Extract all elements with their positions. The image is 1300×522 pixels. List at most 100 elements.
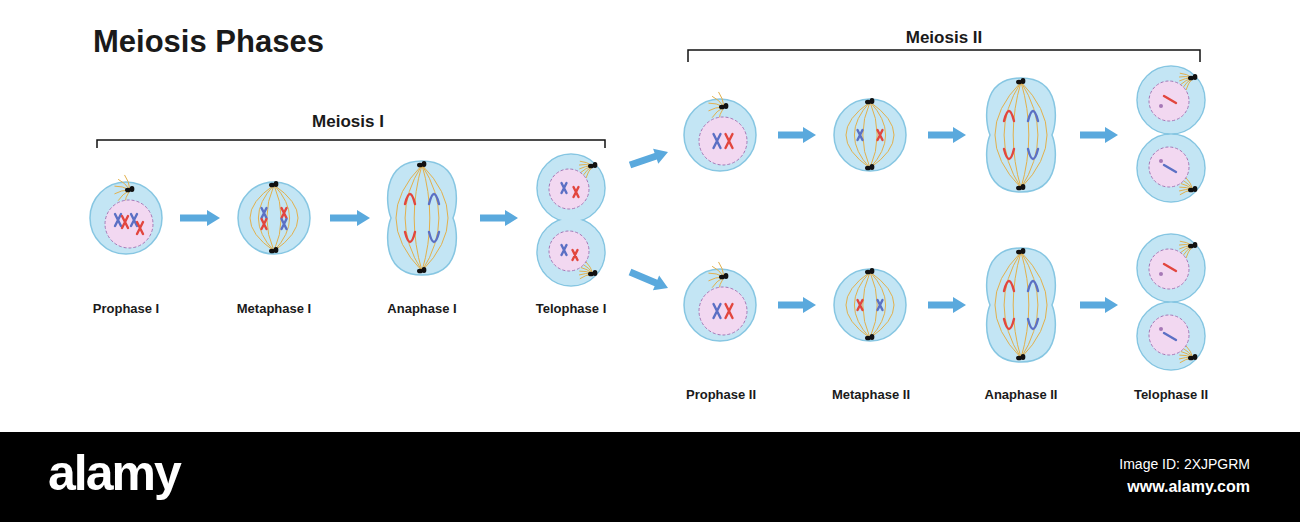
chromosome <box>858 300 863 310</box>
centriole <box>1021 78 1026 84</box>
arrow <box>330 210 370 226</box>
daughter-cell <box>537 154 605 222</box>
dividing-cell <box>987 78 1056 192</box>
nucleus <box>1149 315 1189 355</box>
daughter-cell <box>1137 134 1205 202</box>
arrow-shape <box>1080 127 1118 143</box>
centriole <box>724 273 729 279</box>
centriole <box>870 98 875 104</box>
chromatid <box>429 232 439 242</box>
daughter-cell-fill <box>1138 303 1204 369</box>
arrow-shape <box>627 144 670 172</box>
chromosome <box>714 134 721 148</box>
spindle-fiber <box>1021 252 1038 358</box>
spindle-fiber <box>1013 252 1021 358</box>
chromosome <box>726 134 733 148</box>
chromatid <box>1004 111 1014 121</box>
chromosome <box>115 214 121 226</box>
nucleus <box>1149 249 1189 289</box>
chromosome <box>562 183 567 193</box>
watermark-bar <box>0 432 1300 522</box>
watermark-url: www.alamy.com <box>1127 478 1250 496</box>
chromosome <box>726 304 733 318</box>
centriole <box>593 270 598 276</box>
centriole <box>422 161 427 167</box>
arrow-shape <box>480 210 518 226</box>
centriole <box>724 103 729 109</box>
arrow <box>1080 297 1118 313</box>
spindle-fiber <box>405 165 422 271</box>
aster-fiber <box>719 262 724 277</box>
chromosome <box>574 187 579 197</box>
arrow-shape <box>180 210 220 226</box>
spindle-fiber <box>995 252 1021 358</box>
aster-fiber <box>719 92 724 107</box>
daughter-cell <box>1137 66 1205 134</box>
spindle-fiber <box>870 272 894 338</box>
spindle-fiber <box>274 185 290 251</box>
arrow <box>928 127 966 143</box>
centriole <box>274 247 279 253</box>
spindle-fiber <box>1004 82 1021 188</box>
phase-label: Telophase I <box>536 301 607 316</box>
chromosome <box>878 300 883 310</box>
chromosome <box>282 219 287 229</box>
chromatid <box>1028 111 1038 121</box>
spindle-fiber <box>995 82 1021 188</box>
chromatid <box>1028 319 1038 329</box>
spindle-fiber <box>854 272 870 338</box>
daughter-cell <box>1137 302 1205 370</box>
spindle-fiber <box>274 185 281 251</box>
chromosome <box>262 208 267 218</box>
arrow <box>778 297 816 313</box>
nucleolus <box>1159 159 1163 163</box>
daughter-cell-fill <box>1138 67 1204 133</box>
arrow <box>1080 127 1118 143</box>
centriole <box>593 162 598 168</box>
arrow <box>928 297 966 313</box>
phase-label: Anaphase I <box>387 301 456 316</box>
arrow <box>180 210 220 226</box>
chromosome <box>573 250 578 260</box>
watermark-id: Image ID: 2XJPGRM <box>1119 456 1250 472</box>
chromatid <box>1028 281 1038 291</box>
centriole <box>1193 74 1198 80</box>
daughter-cell-fill <box>538 155 604 221</box>
centriole <box>1193 242 1198 248</box>
chromatid <box>1004 281 1014 291</box>
centriole <box>870 164 875 170</box>
spindle-fiber <box>422 165 430 271</box>
spindle-fiber <box>267 185 274 251</box>
spindle-fiber <box>1021 252 1029 358</box>
cell <box>834 99 906 171</box>
phase-label: Prophase I <box>93 301 159 316</box>
chromatid <box>1004 149 1014 159</box>
aster-fiber <box>125 175 130 190</box>
watermark-logo: alamy <box>48 444 180 502</box>
daughter-cell <box>537 218 605 286</box>
spindle-fiber <box>1021 82 1038 188</box>
arrow <box>627 265 671 296</box>
arrow-shape <box>928 297 966 313</box>
arrow-shape <box>928 127 966 143</box>
spindle-fiber <box>422 165 448 271</box>
spindle-fiber <box>863 272 870 338</box>
spindle-fiber <box>1021 252 1047 358</box>
chromosome <box>122 216 128 228</box>
phase-label: Metaphase I <box>237 301 311 316</box>
spindle-fiber <box>870 102 894 168</box>
nucleus <box>1149 147 1189 187</box>
chromosome <box>858 130 863 140</box>
spindle-fiber <box>422 165 439 271</box>
chromatid <box>1028 149 1038 159</box>
spindle-fiber <box>870 102 877 168</box>
chromosome <box>137 222 143 234</box>
nucleolus <box>1159 327 1163 331</box>
phase-label: Anaphase II <box>985 387 1058 402</box>
centriole <box>274 181 279 187</box>
illustration <box>0 0 1300 432</box>
spindle-fiber <box>396 165 422 271</box>
chromosome <box>131 214 137 226</box>
cell <box>238 182 310 254</box>
arrow <box>627 144 670 172</box>
